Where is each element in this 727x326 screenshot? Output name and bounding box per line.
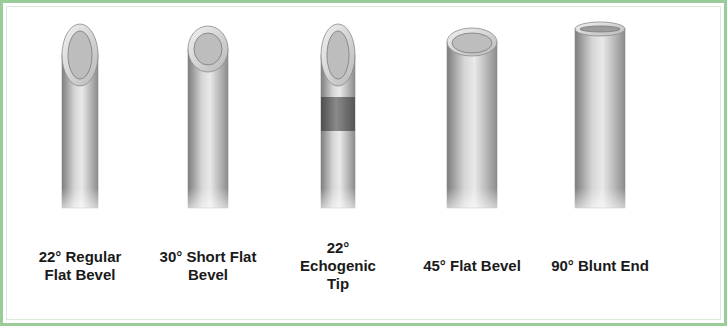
tip-label: 22° Echogenic Tip [292, 239, 384, 293]
shaft-fade [61, 188, 99, 209]
needle-lumen [327, 31, 349, 79]
needle-lumen [452, 33, 492, 53]
needle-tip [446, 28, 498, 209]
needle-tip [574, 22, 626, 209]
inner-border [7, 7, 721, 320]
shaft-fade [320, 188, 356, 209]
bevel-face [321, 24, 355, 86]
bevel-face [188, 26, 228, 72]
tip-label: 90° Blunt End [550, 257, 650, 275]
bevel-face [575, 22, 625, 36]
needle-lumen [580, 26, 620, 32]
needle-lumen [194, 33, 222, 65]
needle-shaft [575, 29, 625, 208]
needle-shaft [447, 42, 497, 208]
tip-label: 30° Short Flat Bevel [158, 248, 258, 284]
needle-tip [320, 24, 356, 209]
echogenic-band [321, 97, 355, 131]
tip-label: 22° Regular Flat Bevel [24, 248, 136, 284]
shaft-fade [187, 188, 229, 209]
needle-shaft [188, 49, 228, 208]
shaft-fade [574, 188, 626, 209]
bevel-face [62, 24, 98, 86]
bevel-face [447, 28, 497, 56]
needle-tip [187, 26, 229, 209]
tip-label: 45° Flat Bevel [422, 257, 522, 275]
shaft-fade [446, 188, 498, 209]
needle-lumen [68, 31, 92, 79]
needle-tip [61, 24, 99, 209]
